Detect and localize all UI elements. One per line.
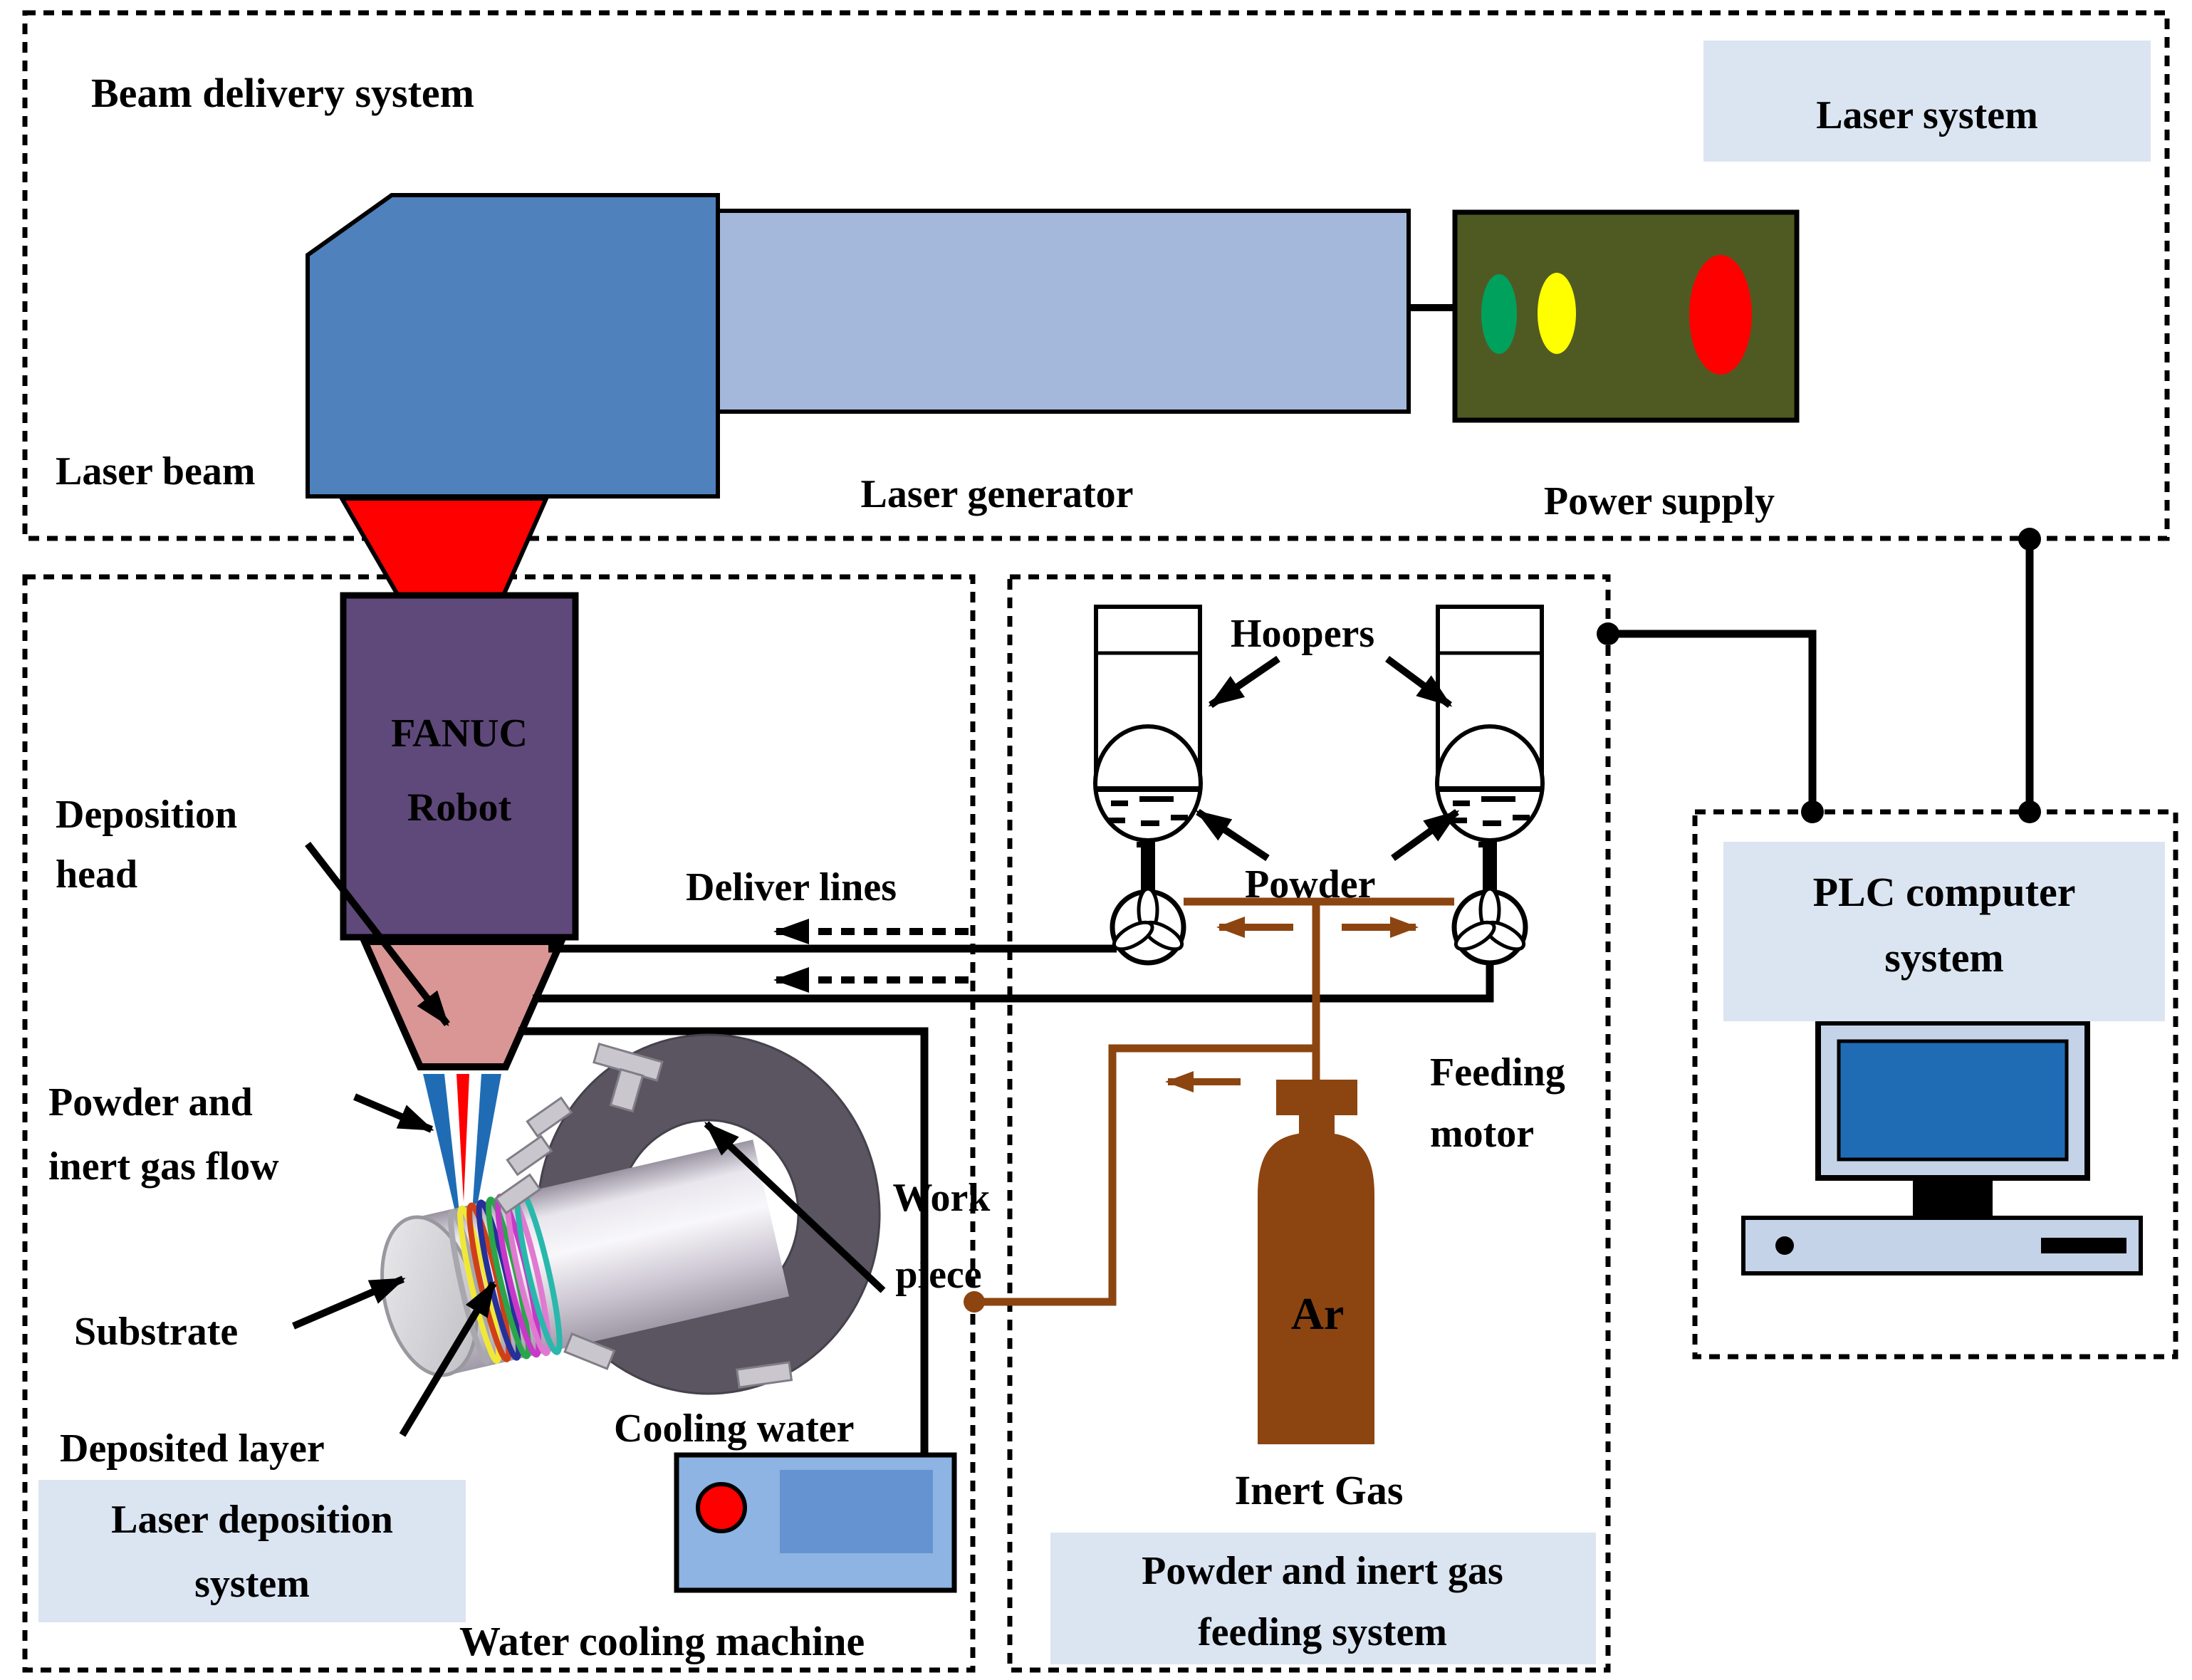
powder-right-arrow [1391, 808, 1460, 862]
deposited-layer-label: Deposited layer [60, 1426, 325, 1471]
laser-deposition-labelbox [38, 1480, 466, 1622]
laser-system-labelbox [1703, 41, 2151, 162]
deposition-head [359, 938, 567, 1070]
deposition-head-label-line2: head [56, 852, 137, 897]
feeding-motor-label-line1: Feeding [1430, 1050, 1565, 1095]
laser-beam-label: Laser beam [56, 449, 256, 494]
feeder-fan-icon [1451, 887, 1528, 966]
plc-system-border [1692, 809, 2178, 1360]
fanuc-label-line1: FANUC [391, 711, 528, 756]
laser-to-plc-connector [2018, 528, 2041, 823]
fanuc-robot-box [340, 592, 579, 941]
work-piece-label-line2: piece [895, 1253, 981, 1297]
workpiece-icon [380, 1033, 881, 1395]
hopper-left [1093, 605, 1203, 966]
hopper-right [1435, 605, 1545, 966]
laser-generator-box [716, 209, 1411, 414]
laser-system-label: Laser system [1816, 93, 2038, 137]
monitor-screen [1837, 1039, 2069, 1162]
gas-cylinder-icon [1258, 1080, 1374, 1444]
annotation-arrows [292, 655, 1460, 1437]
inert-gas-label: Inert Gas [1235, 1467, 1404, 1513]
deliver-line-right [533, 961, 1494, 1003]
deposition-head-label-line1: Deposition [56, 793, 237, 837]
feeding-motor-label-line2: motor [1430, 1112, 1534, 1156]
feeder-fan-icon [1110, 887, 1186, 966]
desktop-computer-icon [1741, 1020, 2143, 1275]
indicator-lights-icon [1481, 255, 1752, 375]
powder-left-arrow [1195, 808, 1270, 862]
water-cooling-machine-icon [674, 1452, 957, 1593]
fanuc-label-line2: Robot [407, 786, 512, 830]
beam-delivery-system-label: Beam delivery system [91, 70, 474, 116]
powder-flow-arrow [353, 1093, 434, 1133]
powder-feeding-system-border [1007, 574, 1611, 1673]
argon-label: Ar [1291, 1288, 1345, 1339]
laser-generator-label: Laser generator [860, 472, 1133, 516]
inert-gas-piping [964, 897, 1454, 1313]
hooper-left-arrow [1208, 655, 1280, 709]
cooling-water-pipe [518, 1027, 929, 1468]
plc-label-line1: PLC computer [1813, 869, 2076, 915]
powder-feeding-label-line1: Powder and inert gas [1142, 1549, 1503, 1593]
work-piece-label-line1: Work [893, 1176, 991, 1220]
powder-feeding-label-line2: feeding system [1198, 1610, 1447, 1654]
cooling-water-label: Cooling water [614, 1407, 855, 1451]
deposited-layer-arrow [399, 1280, 497, 1437]
deposition-head-arrow [305, 841, 450, 1027]
powder-flow-label-line2: inert gas flow [48, 1144, 279, 1189]
water-cooling-machine-label: Water cooling machine [459, 1618, 865, 1664]
substrate-arrow [292, 1275, 406, 1330]
plc-labelbox [1723, 842, 2165, 1021]
work-piece-arrow [704, 1121, 886, 1293]
power-supply-label: Power supply [1544, 479, 1775, 523]
feeder-to-plc-connector [1597, 622, 1824, 823]
hopper-icon [1093, 605, 1203, 893]
laser-deposition-label-line1: Laser deposition [111, 1498, 393, 1542]
hooper-right-arrow [1385, 655, 1453, 709]
powder-flow-label-line1: Powder and [48, 1080, 253, 1125]
laser-deposition-label-line2: system [194, 1562, 310, 1606]
substrate-label: Substrate [74, 1310, 238, 1354]
plc-label-line2: system [1884, 934, 2004, 981]
chiller-indicator-lamp [696, 1482, 747, 1533]
laser-beam-cone [338, 496, 550, 599]
hoopers-label: Hoopers [1231, 612, 1374, 656]
power-supply-box [1452, 209, 1800, 423]
hopper-icon [1435, 605, 1545, 893]
beam-bender-optics [306, 193, 720, 499]
chuck-jaws [494, 1042, 793, 1389]
deliver-lines-label: Deliver lines [686, 865, 897, 909]
powder-label: Powder [1245, 862, 1376, 907]
powder-feeding-labelbox [1050, 1533, 1596, 1664]
